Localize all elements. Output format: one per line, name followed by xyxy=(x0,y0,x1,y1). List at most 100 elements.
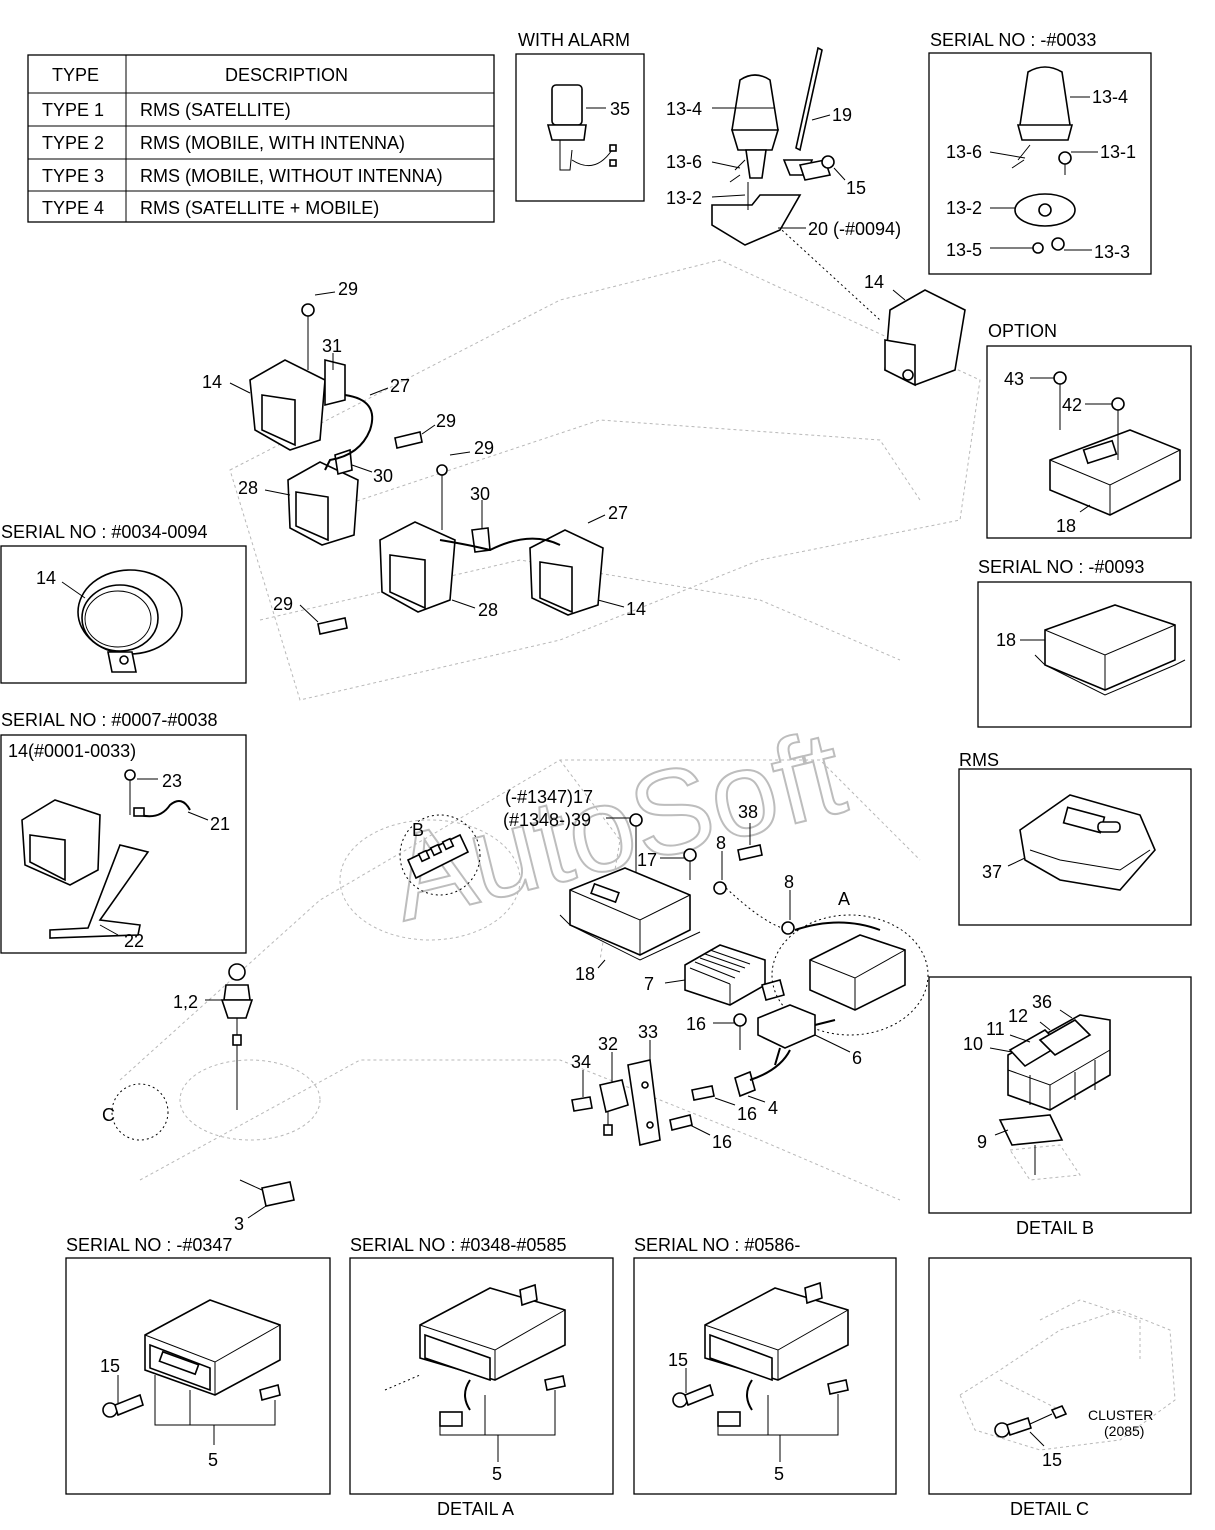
callout-5-0348: 5 xyxy=(492,1464,502,1484)
callout-3: 3 xyxy=(234,1214,244,1234)
panel-serial-0586-title: SERIAL NO : #0586- xyxy=(634,1235,800,1255)
callout-5-0347: 5 xyxy=(208,1450,218,1470)
connector-4 xyxy=(734,1070,756,1098)
type-table-row-4-type: TYPE 4 xyxy=(42,198,104,218)
callout-31: 31 xyxy=(322,336,342,356)
callout-10: 10 xyxy=(963,1034,983,1054)
control-components: (-#1347)17 (#1348-)39 18 17 7 8 8 38 xyxy=(503,787,929,1152)
rms-unit xyxy=(1019,794,1156,891)
callout-17-1347: (-#1347)17 xyxy=(505,787,593,807)
callout-7: 7 xyxy=(644,974,654,994)
callout-21: 21 xyxy=(210,814,230,834)
detail-c-marker-label: C xyxy=(102,1105,115,1125)
panel-detail-b: 36 12 11 10 9 DETAIL B xyxy=(928,976,1192,1238)
beacon-assembly: 13-4 19 13-6 15 13-2 20 (-#0094) xyxy=(666,46,901,246)
type-table-row-1-type: TYPE 1 xyxy=(42,100,104,120)
antenna xyxy=(795,46,823,152)
detail-a-marker xyxy=(771,914,929,1036)
panel-serial-0347-title: SERIAL NO : -#0347 xyxy=(66,1235,232,1255)
callout-15-detail-c: 15 xyxy=(1042,1450,1062,1470)
panel-serial-0093: SERIAL NO : -#0093 18 xyxy=(977,557,1192,728)
panel-detail-c: 15 CLUSTER (2085) DETAIL C xyxy=(928,1257,1192,1519)
callout-5-0586: 5 xyxy=(774,1464,784,1484)
converter-7 xyxy=(684,944,766,1006)
callout-15-top: 15 xyxy=(846,178,866,198)
type-table-header-type: TYPE xyxy=(52,65,99,85)
callout-13-6: 13-6 xyxy=(666,152,702,172)
callout-14-cluster-right: 14 xyxy=(626,599,646,619)
work-lamps-cluster: 14 29 31 27 29 29 30 28 30 27 29 28 14 xyxy=(202,279,646,635)
ignition-key xyxy=(228,963,246,981)
panel-serial-0347: SERIAL NO : -#0347 15 5 xyxy=(65,1235,331,1495)
callout-16-c: 16 xyxy=(712,1132,732,1152)
callout-36: 36 xyxy=(1032,992,1052,1012)
callout-13-1: 13-1 xyxy=(1100,142,1136,162)
callout-22: 22 xyxy=(124,931,144,951)
callout-14-cluster-left: 14 xyxy=(202,372,222,392)
callout-13-2-0033: 13-2 xyxy=(946,198,982,218)
detail-c-marker xyxy=(111,1083,169,1141)
lamp-mount-bracket xyxy=(49,844,150,939)
callout-18-option: 18 xyxy=(1056,516,1076,536)
callout-38: 38 xyxy=(738,802,758,822)
callout-9: 9 xyxy=(977,1132,987,1152)
callout-13-3: 13-3 xyxy=(1094,242,1130,262)
option-box xyxy=(1049,429,1181,516)
callout-37: 37 xyxy=(982,862,1002,882)
machine-ghost-outline xyxy=(119,209,981,1201)
panel-serial-0348-0585: SERIAL NO : #0348-#0585 5 xyxy=(349,1235,614,1495)
callout-32: 32 xyxy=(598,1034,618,1054)
type-table-row-4-description: RMS (SATELLITE + MOBILE) xyxy=(140,198,379,218)
panel-option-title: OPTION xyxy=(988,321,1057,341)
sensor-32 xyxy=(599,1079,629,1114)
callout-43: 43 xyxy=(1004,369,1024,389)
cluster-code: (2085) xyxy=(1104,1423,1144,1439)
type-table-row-3-description: RMS (MOBILE, WITHOUT INTENNA) xyxy=(140,166,443,186)
callout-34: 34 xyxy=(571,1052,591,1072)
detail-b-label: DETAIL B xyxy=(1016,1218,1094,1238)
callout-18-center: 18 xyxy=(575,964,595,984)
type-table-row-1-description: RMS (SATELLITE) xyxy=(140,100,291,120)
cluster-socket xyxy=(1050,1404,1068,1420)
key-switch-assembly: 1,2 C 3 xyxy=(102,963,295,1234)
work-lamp-right: 14 xyxy=(864,272,966,387)
callout-28-b: 28 xyxy=(478,600,498,620)
type-table: TYPE DESCRIPTION TYPE 1 RMS (SATELLITE) … xyxy=(27,54,495,223)
callout-11: 11 xyxy=(986,1019,1005,1039)
panel-serial-0093-title: SERIAL NO : -#0093 xyxy=(978,557,1144,577)
detail-a-label: DETAIL A xyxy=(437,1499,514,1519)
callout-14-right: 14 xyxy=(864,272,884,292)
panel-serial-0034-0094: SERIAL NO : #0034-0094 14 xyxy=(0,522,247,684)
callout-29-b: 29 xyxy=(436,411,456,431)
callout-30-a: 30 xyxy=(373,466,393,486)
panel-serial-0348-0585-title: SERIAL NO : #0348-#0585 xyxy=(350,1235,566,1255)
callout-8-b: 8 xyxy=(784,872,794,892)
panel-serial-0586: SERIAL NO : #0586- 15 5 xyxy=(633,1235,897,1495)
panel-serial-0007-0038-title: SERIAL NO : #0007-#0038 xyxy=(1,710,217,730)
callout-12: 12 xyxy=(1008,1006,1028,1026)
callout-42: 42 xyxy=(1062,395,1082,415)
callout-6: 6 xyxy=(852,1048,862,1068)
callout-13-4-0033: 13-4 xyxy=(1092,87,1128,107)
module-6 xyxy=(757,1004,816,1049)
panel-serial-0033-title: SERIAL NO : -#0033 xyxy=(930,30,1096,50)
panel-with-alarm: WITH ALARM 35 xyxy=(515,30,645,202)
panel-serial-0034-0094-title: SERIAL NO : #0034-0094 xyxy=(1,522,207,542)
callout-13-4: 13-4 xyxy=(666,99,702,119)
callout-30-b: 30 xyxy=(470,484,490,504)
bracket-33 xyxy=(627,1059,661,1146)
callout-17: 17 xyxy=(637,850,657,870)
panel-serial-0007-0038: SERIAL NO : #0007-#0038 14(#0001-0033) 2… xyxy=(0,710,247,954)
callout-14-0034: 14 xyxy=(36,568,56,588)
callout-13-5: 13-5 xyxy=(946,240,982,260)
callout-29-a: 29 xyxy=(338,279,358,299)
callout-16-a: 16 xyxy=(686,1014,706,1034)
beacon-lamp xyxy=(731,74,779,139)
callout-13-2: 13-2 xyxy=(666,188,702,208)
cluster-label: CLUSTER xyxy=(1088,1407,1153,1423)
callout-23: 23 xyxy=(162,771,182,791)
callout-29-c: 29 xyxy=(474,438,494,458)
type-table-row-2-type: TYPE 2 xyxy=(42,133,104,153)
callout-18-0093: 18 xyxy=(996,630,1016,650)
